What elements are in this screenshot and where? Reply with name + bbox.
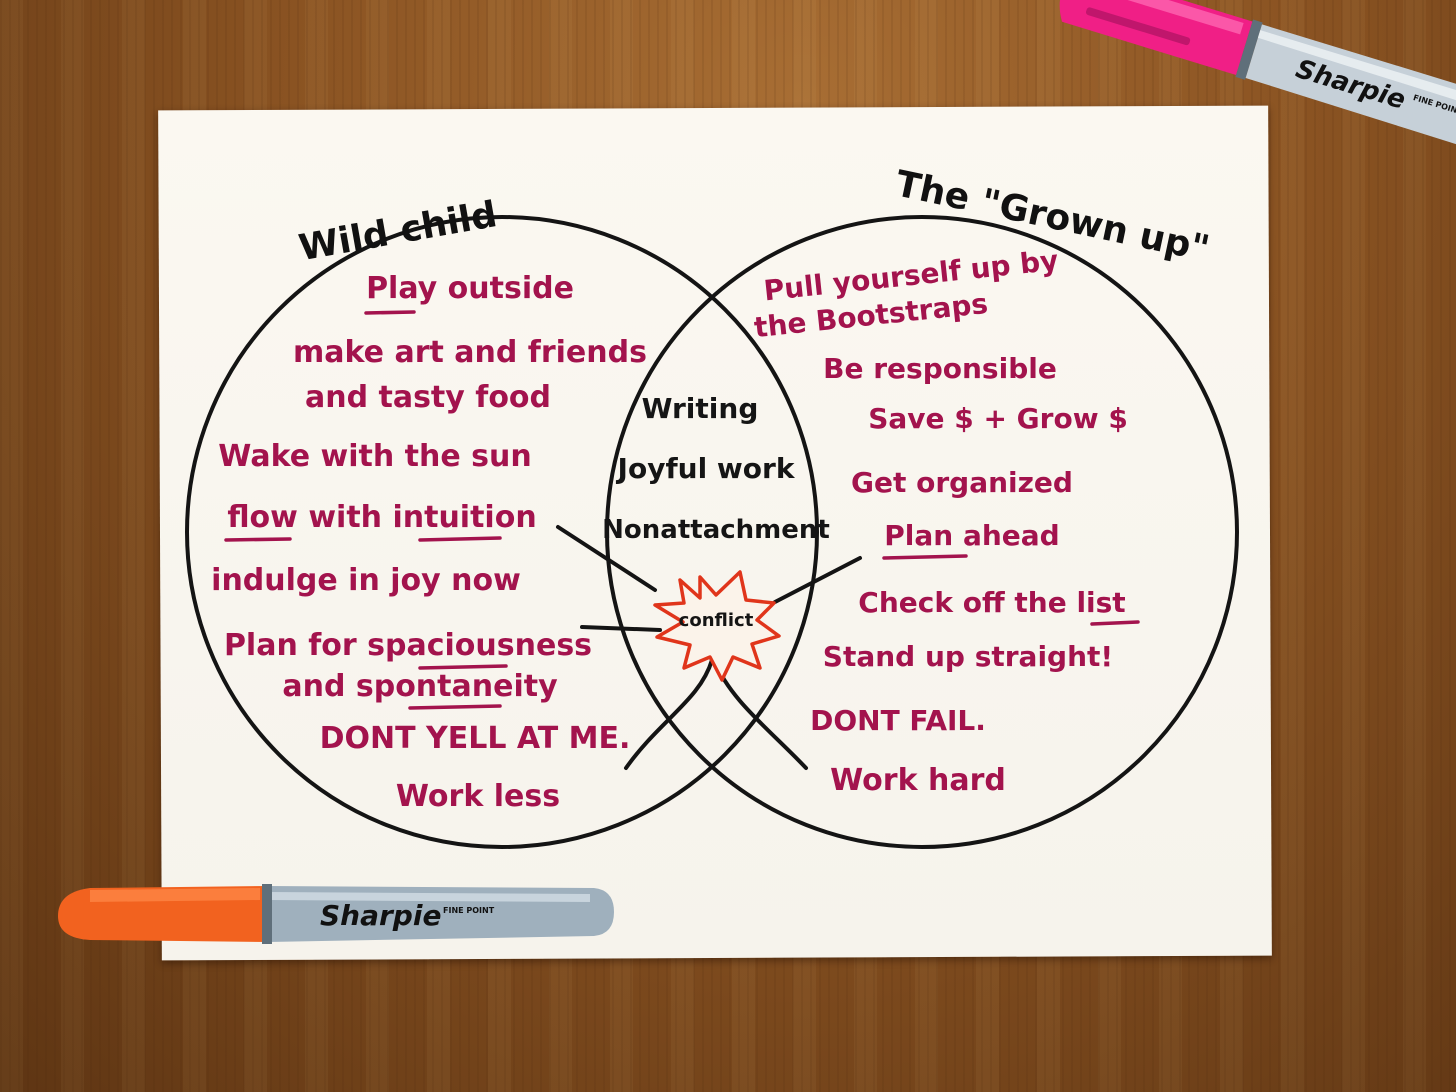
marker-size-label: FINE POINT — [443, 906, 495, 915]
list-item: Work less — [396, 779, 560, 814]
list-item: make art and friends — [293, 335, 647, 370]
conflict-label: conflict — [679, 610, 754, 631]
list-item: Check off the list — [858, 586, 1125, 619]
marker-brand-label: Sharpie — [320, 899, 441, 932]
list-item: Nonattachment — [602, 515, 830, 545]
list-item: flow with intuition — [227, 500, 536, 535]
list-item: Stand up straight! — [823, 640, 1113, 673]
list-item: Be responsible — [823, 352, 1057, 385]
list-item: DONT FAIL. — [810, 704, 986, 737]
list-item: Plan for spaciousness — [224, 628, 592, 663]
list-item: Play outside — [366, 271, 574, 306]
list-item: Work hard — [830, 763, 1006, 798]
list-item: Plan ahead — [884, 519, 1059, 552]
left-title: Wild child — [296, 194, 500, 269]
list-item: Save $ + Grow $ — [868, 402, 1128, 435]
orange-sharpie-marker: Sharpie FINE POINT — [58, 884, 614, 944]
list-item: Joyful work — [616, 452, 796, 485]
list-item: and tasty food — [305, 380, 551, 415]
list-item: DONT YELL AT ME. — [320, 721, 631, 756]
list-item: Wake with the sun — [218, 439, 531, 474]
list-item: and spontaneity — [282, 669, 558, 704]
pink-sharpie-marker: Sharpie FINE POINT — [1053, 0, 1456, 152]
list-item: indulge in joy now — [211, 563, 521, 598]
list-item: Writing — [642, 392, 759, 425]
list-item: Get organized — [851, 466, 1073, 499]
